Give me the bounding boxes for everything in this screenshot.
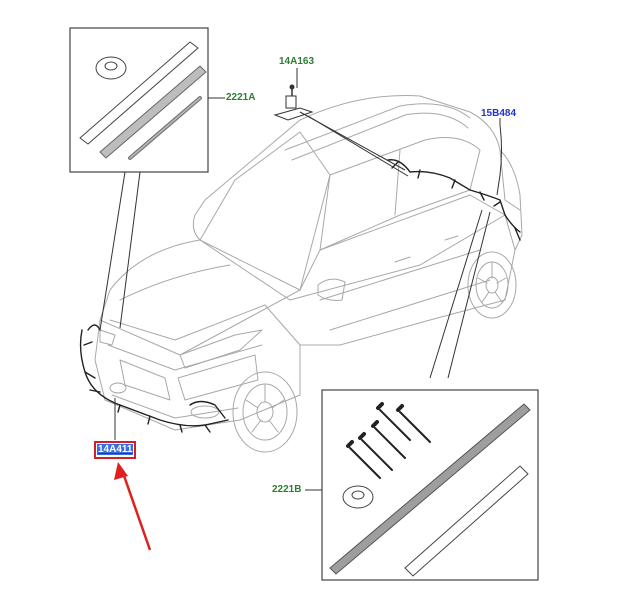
tape-strip-icon — [329, 403, 531, 575]
callout-14a411-selected[interactable]: 14A411 — [94, 441, 137, 459]
washer-icon — [95, 56, 127, 80]
sensor-bracket-part — [273, 84, 314, 121]
sleeve-tube-icon — [404, 465, 529, 577]
cord-icon — [128, 96, 202, 160]
wiring-harness — [79, 159, 521, 433]
callout-14a411-text: 14A411 — [97, 444, 134, 455]
callout-2221b[interactable]: 2221B — [272, 484, 301, 496]
callout-2221b-text: 2221B — [272, 484, 302, 495]
callout-2221a[interactable]: 2221A — [226, 92, 256, 103]
vehicle-illustration — [94, 95, 523, 453]
washer-icon — [342, 485, 374, 509]
cable-ties-icon — [346, 402, 431, 479]
callout-14a163[interactable]: 14A163 — [279, 56, 315, 67]
tape-strip-icon — [99, 65, 207, 159]
kit-a-box — [69, 27, 209, 173]
highlight-arrow — [114, 462, 152, 551]
leader-lines — [99, 68, 502, 491]
callout-15b484[interactable]: 15B484 — [481, 108, 517, 119]
sleeve-tube-icon — [79, 41, 199, 145]
kit-b-box — [321, 389, 539, 581]
